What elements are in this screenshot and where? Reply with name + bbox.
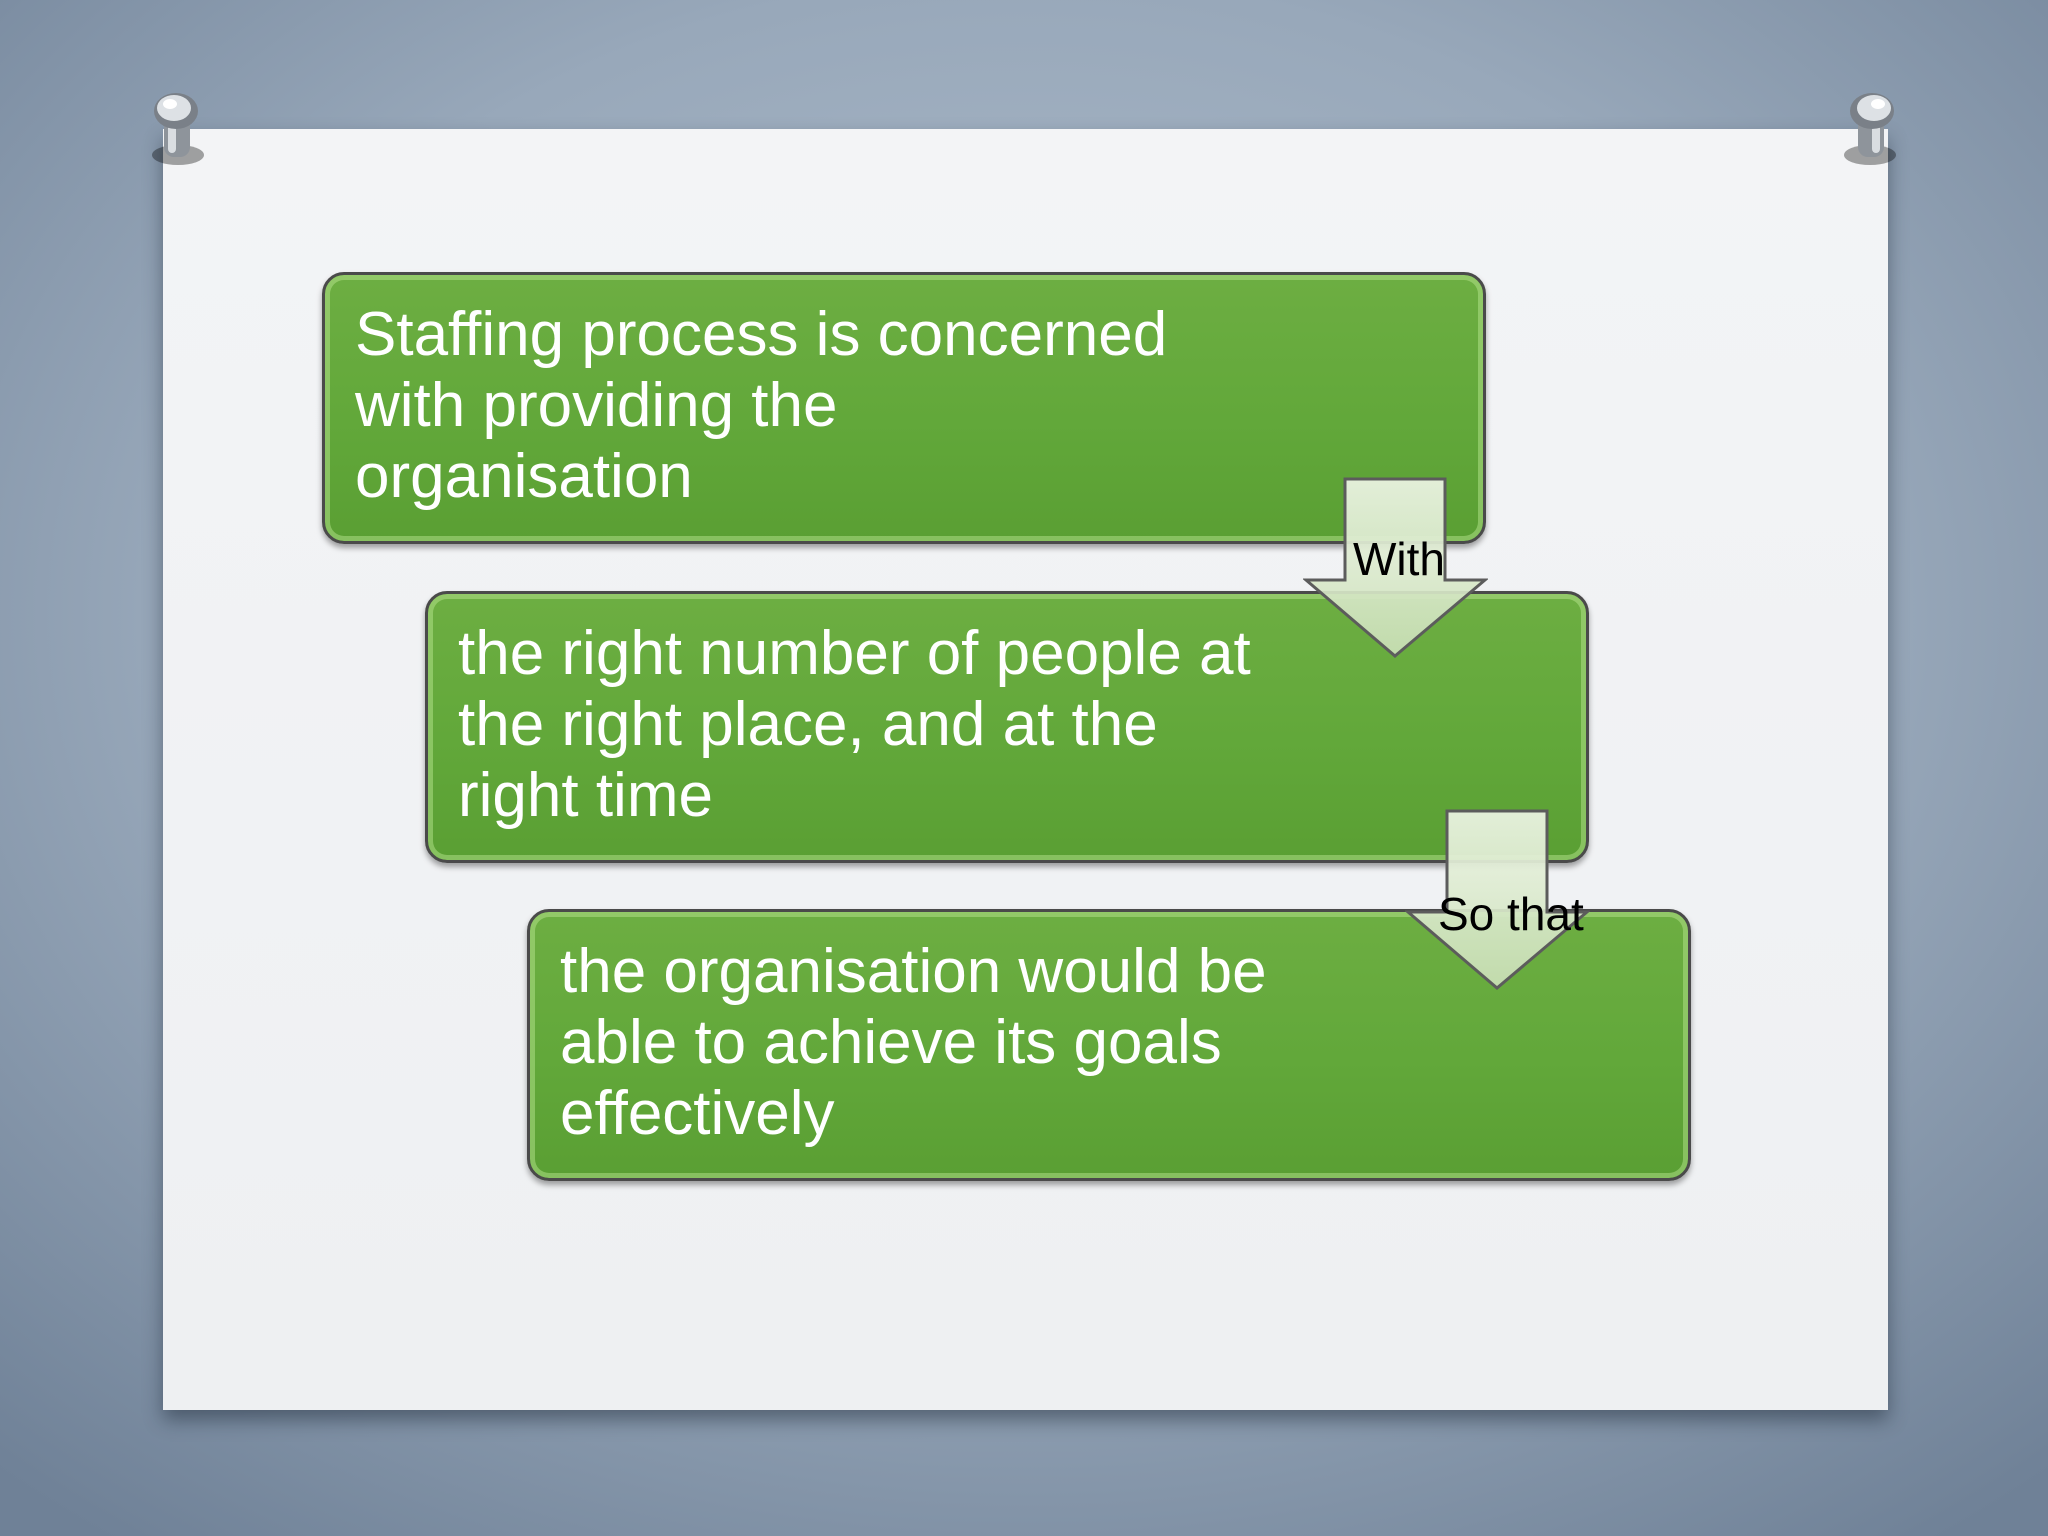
pushpin-right-icon	[1844, 93, 1896, 165]
process-step-text-1: Staffing process is concerned with provi…	[355, 300, 1168, 511]
process-step-text-2: the right number of people at the right …	[458, 619, 1251, 830]
down-arrow-icon	[1405, 809, 1590, 990]
down-arrow-icon	[1303, 477, 1488, 658]
pushpin-left-icon	[152, 93, 204, 165]
process-step-box-1: Staffing process is concerned with provi…	[322, 272, 1486, 544]
process-step-box-2: the right number of people at the right …	[425, 591, 1589, 863]
connector-label-with: With	[1353, 533, 1445, 585]
process-step-text-3: the organisation would be able to achiev…	[560, 937, 1267, 1148]
connector-label-so-that: So that	[1438, 888, 1584, 940]
